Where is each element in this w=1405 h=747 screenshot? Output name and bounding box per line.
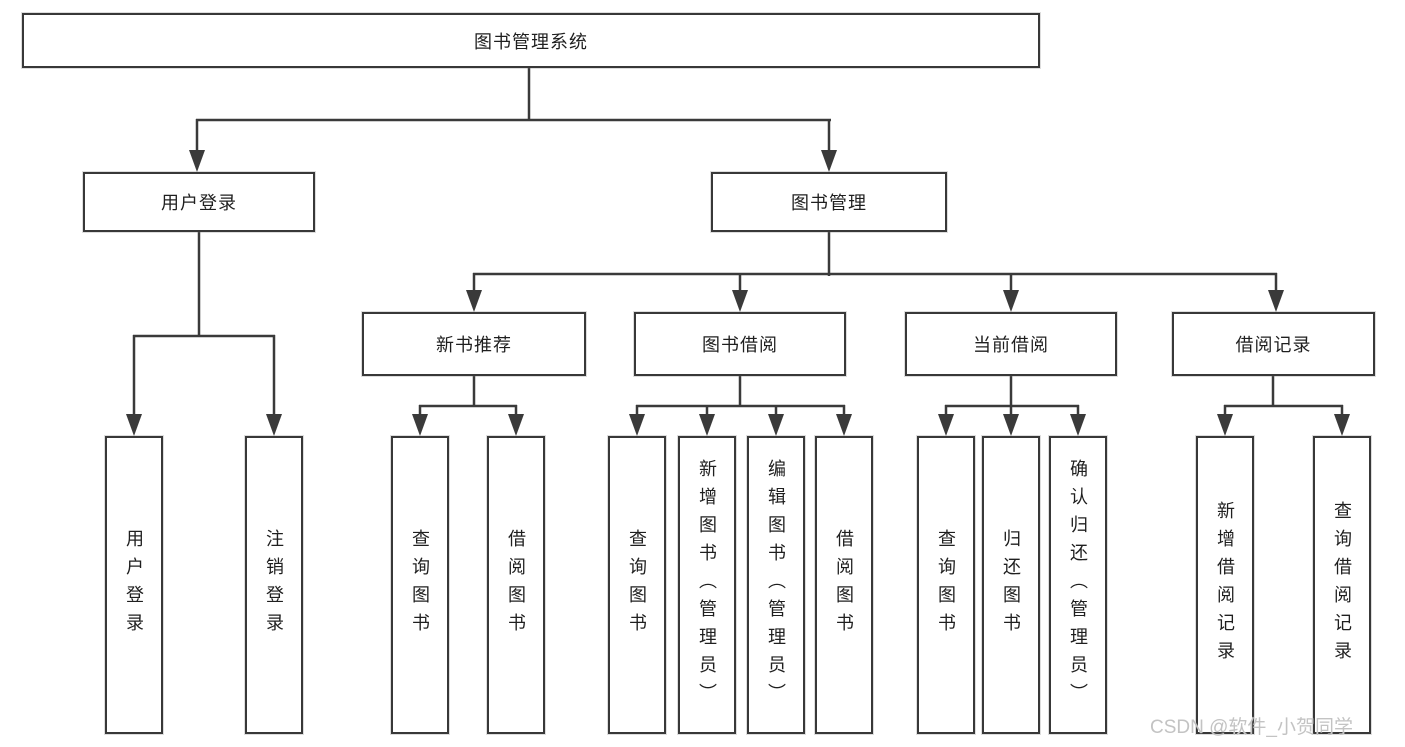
leaf-current-confirm-return-admin: 确认归还（管理员） bbox=[1049, 436, 1107, 734]
leaf-borrow-edit-books-admin: 编辑图书（管理员） bbox=[747, 436, 805, 734]
node-book-borrow: 图书借阅 bbox=[634, 312, 846, 376]
leaf-records-query-record: 查询借阅记录 bbox=[1313, 436, 1371, 734]
leaf-current-query-books: 查询图书 bbox=[917, 436, 975, 734]
leaf-borrow-query-books: 查询图书 bbox=[608, 436, 666, 734]
node-book-management-branch: 图书管理 bbox=[711, 172, 947, 232]
node-new-book-recommend: 新书推荐 bbox=[362, 312, 586, 376]
leaf-recommend-query-books: 查询图书 bbox=[391, 436, 449, 734]
node-borrow-records: 借阅记录 bbox=[1172, 312, 1375, 376]
node-current-borrow: 当前借阅 bbox=[905, 312, 1117, 376]
node-root: 图书管理系统 bbox=[22, 13, 1040, 68]
leaf-user-login: 用户登录 bbox=[105, 436, 163, 734]
node-user-login-branch: 用户登录 bbox=[83, 172, 315, 232]
watermark: CSDN @软件_小贺同学 bbox=[1150, 717, 1353, 738]
leaf-recommend-borrow-books: 借阅图书 bbox=[487, 436, 545, 734]
leaf-borrow-add-books-admin: 新增图书（管理员） bbox=[678, 436, 736, 734]
leaf-current-return-books: 归还图书 bbox=[982, 436, 1040, 734]
leaf-records-add-record: 新增借阅记录 bbox=[1196, 436, 1254, 734]
leaf-borrow-borrow-books: 借阅图书 bbox=[815, 436, 873, 734]
leaf-logout: 注销登录 bbox=[245, 436, 303, 734]
